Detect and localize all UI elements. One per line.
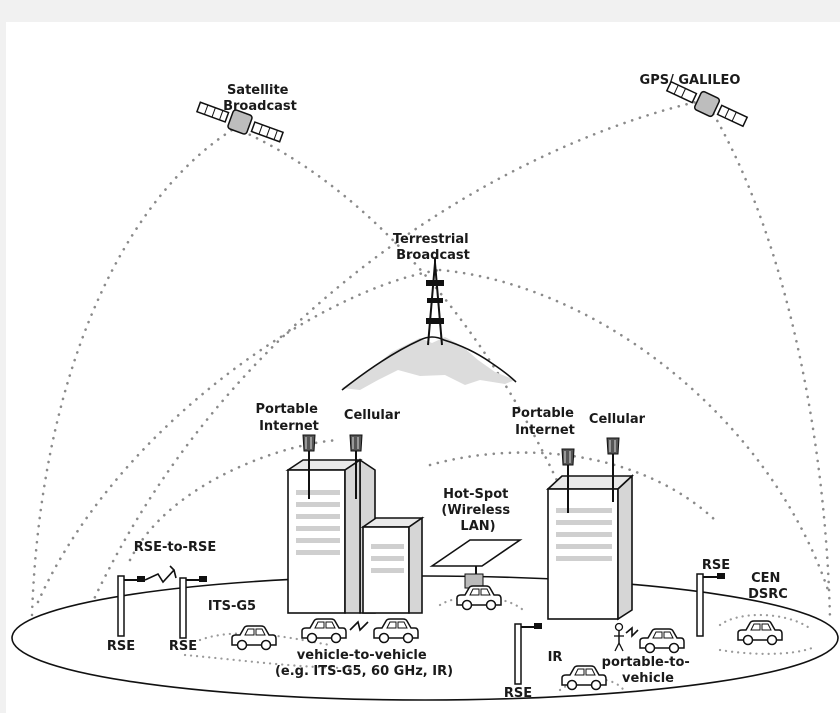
label-cellular-right: Cellular [589,412,646,427]
building-left-tall [285,458,376,614]
road-side-unit-icon [117,575,145,637]
label-its-g5: ITS-G5 [208,599,256,614]
label-hot-spot: Hot-Spot (Wireless LAN) [441,487,514,534]
road-side-unit-icon [696,573,725,637]
building-right [545,474,635,621]
broadcast-tower-icon [426,258,444,346]
road-side-unit-icon [514,623,542,685]
label-terrestrial-broadcast: Terrestrial Broadcast [393,232,473,263]
label-cen-dsrc: CEN DSRC [748,571,788,602]
satellite-icon [195,101,285,143]
v2v-link-zigzag [349,620,369,632]
label-vehicle-to-vehicle: vehicle-to-vehicle (e.g. ITS-G5, 60 GHz,… [275,648,453,679]
person-icon [614,622,624,652]
label-portable-to-vehicle: portable-to- vehicle [602,655,695,686]
wifi-hotspot-icon [429,539,523,589]
label-portable-internet-left: Portable Internet [256,402,323,434]
label-gps-galileo: GPS/ GALILEO [640,73,741,88]
building-left-short [360,516,425,614]
label-ir: IR [548,650,563,665]
coverage-arcs [30,98,832,620]
rse-link-zigzag [144,565,177,584]
label-satellite-broadcast: Satellite Broadcast [223,83,297,114]
label-cellular-left: Cellular [344,408,401,423]
label-rse-to-rse: RSE-to-RSE [134,540,216,555]
label-rse-left-2: RSE [169,639,197,654]
ground-speckle [183,595,814,694]
portable-link-zigzag [625,626,639,638]
label-portable-internet-right: Portable Internet [512,406,579,438]
label-rse-left-1: RSE [107,639,135,654]
label-rse-bottom: RSE [504,686,532,701]
gps-satellite-icon [665,80,749,128]
road-side-unit-icon [179,576,207,639]
mountain [341,336,517,391]
label-rse-right: RSE [702,558,730,573]
ground-ellipse [11,575,839,701]
